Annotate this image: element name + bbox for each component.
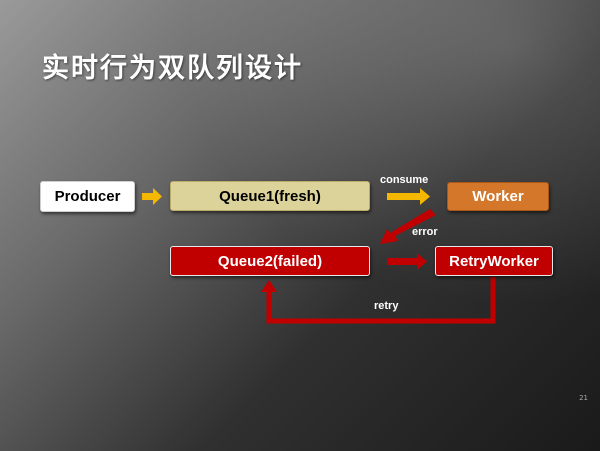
slide-title: 实时行为双队列设计 [42, 53, 303, 84]
arrow-queue1-to-worker [387, 188, 430, 205]
worker-node: Worker [447, 182, 549, 211]
producer-node: Producer [40, 181, 135, 212]
queue2-node: Queue2(failed) [170, 246, 370, 276]
arrow-retry-loop-head [261, 280, 277, 292]
arrow-worker-to-queue2 [380, 209, 436, 244]
retryworker-node: RetryWorker [435, 246, 553, 276]
arrow-retry-loop [266, 277, 496, 324]
consume-label: consume [380, 174, 429, 186]
retry-label: retry [374, 300, 399, 312]
arrow-queue2-to-retryworker [387, 253, 427, 270]
queue1-node: Queue1(fresh) [170, 181, 370, 211]
page-number: 21 [579, 394, 588, 402]
error-label: error [412, 226, 438, 238]
arrow-producer-to-queue1 [142, 188, 162, 205]
